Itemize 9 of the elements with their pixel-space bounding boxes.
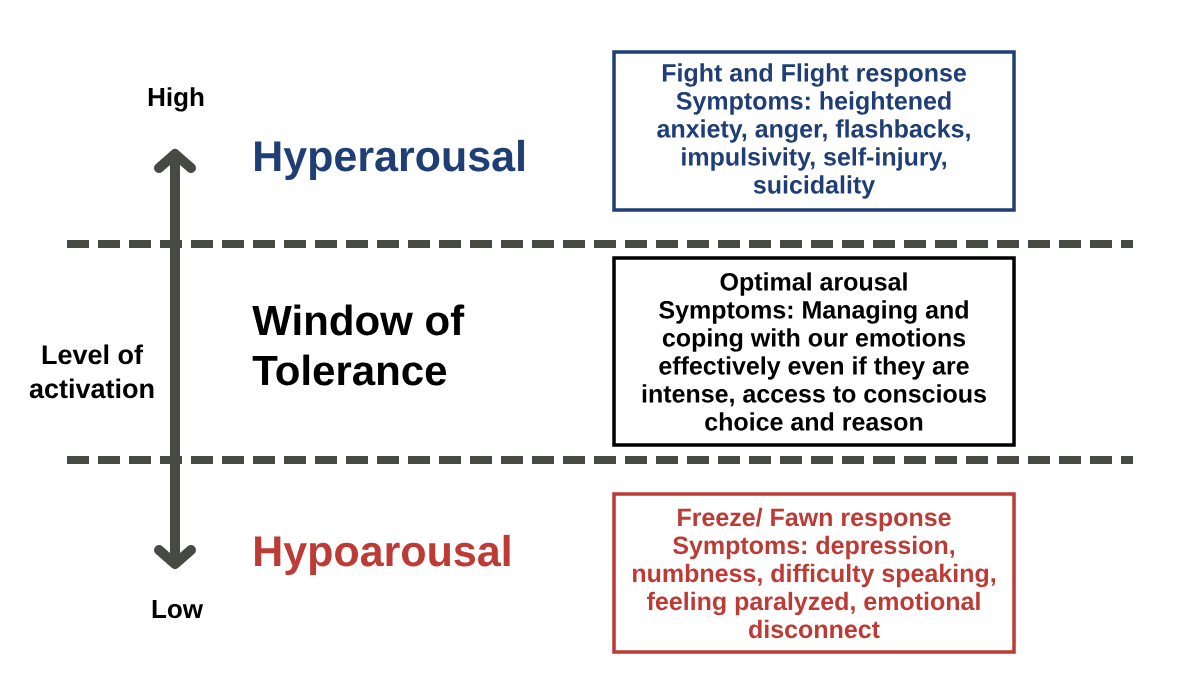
symptom-box: Fight and Flight response Symptoms: heightened anxiety, anger, flashbacks, impulsivity, self-injury, suicidality	[612, 50, 1016, 212]
axis-label: Low	[152, 600, 204, 619]
symptom-box: Freeze/ Fawn response Symptoms: depression, numbness, difficulty speaking, feeling paralyzed, emotional disconnect	[612, 492, 1016, 654]
zone-heading: Hypoarousal	[255, 534, 510, 575]
axis-label: Level of activation	[29, 344, 154, 399]
zone-heading: Window of Tolerance	[252, 304, 465, 386]
symptom-box: Optimal arousal Symptoms: Managing and coping with our emotions effectively even if they are intense, access to conscious choice and reason	[612, 256, 1016, 447]
zone-heading: Hyperarousal	[255, 139, 524, 180]
axis-label: High	[148, 87, 204, 112]
